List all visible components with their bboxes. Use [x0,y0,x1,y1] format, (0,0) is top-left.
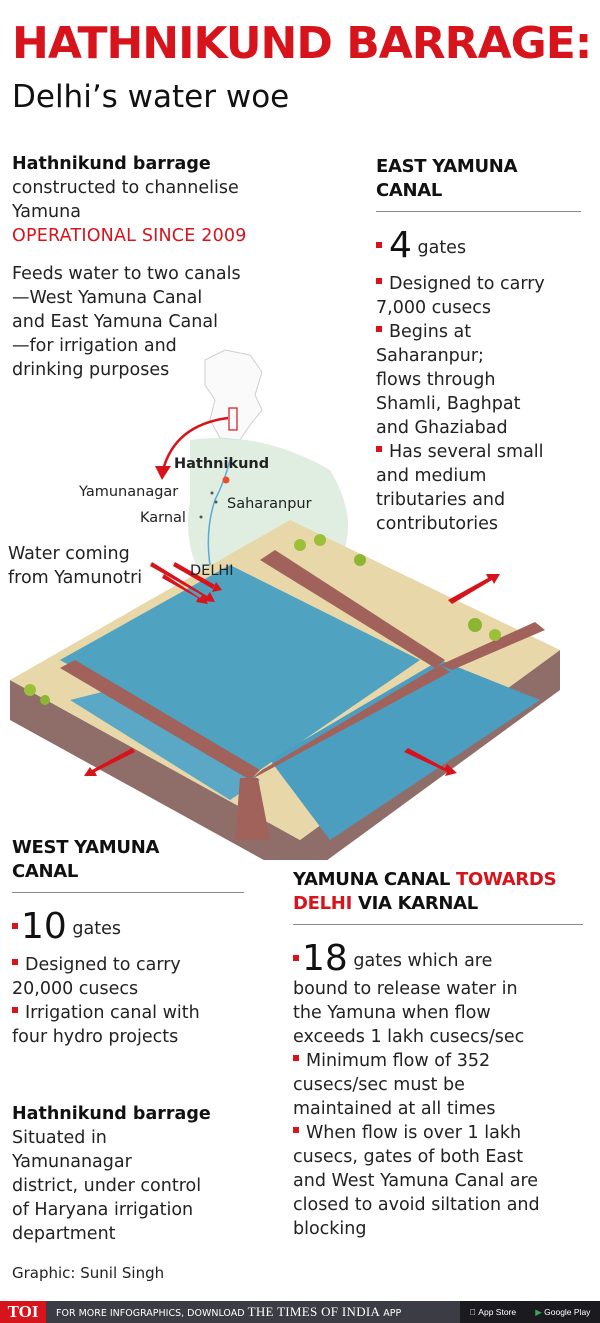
india-map-outline [204,349,263,441]
bullet-icon [293,1127,299,1133]
page-subtitle: Delhi’s water woe [12,79,290,115]
bullet-item: Designed to carry [12,953,244,977]
feeds-line: drinking purposes [12,360,170,380]
bullet-item: Designed to carry [376,272,581,296]
apple-icon:  [470,1307,476,1317]
bullet-icon [376,326,382,332]
barrage-illustration [10,349,560,860]
delhi-outflow-arrow [404,748,457,776]
curved-arrow [161,416,229,471]
feeds-line: —West Yamuna Canal [12,288,203,308]
location-heading: Hathnikund barrage [12,1104,211,1124]
west-bullets: Designed to carry 20,000 cusecs Irrigati… [12,953,244,1049]
east-gates: 4 gates [376,228,581,264]
feeds-line: —for irrigation and [12,336,177,356]
bullet-icon [12,1007,18,1013]
bullet-icon [12,959,18,965]
google-play-icon: ▶ [533,1306,542,1317]
bullet-item: When flow is over 1 lakh [293,1121,583,1145]
gates-label: gates [417,238,467,258]
reservoir [60,565,420,770]
delhi-bullets: Minimum flow of 352 cusecs/sec must be m… [293,1049,583,1241]
location-block: Hathnikund barrage Situated in Yamunanag… [12,1102,252,1246]
label-yamunanagar: Yamunanagar [79,484,179,500]
bullet-item: Begins at [376,320,581,344]
bullet-icon [376,278,382,284]
label-delhi: DELHI [190,563,234,579]
gates-label: gates [72,919,121,939]
app-store-link[interactable]:  App Store [470,1307,517,1317]
inflow-arrows [150,562,222,604]
gates-number: 10 [21,906,67,947]
divider [293,924,583,925]
intro-line: Yamuna [12,202,81,222]
operational-since: OPERATIONAL SINCE 2009 [12,226,247,246]
delhi-canal-section: YAMUNA CANAL TOWARDS DELHI VIA KARNAL 18… [293,868,583,1241]
east-outflow-arrow [448,574,500,604]
west-outflow-arrow [84,748,135,776]
bullet-item: Irrigation canal with [12,1001,244,1025]
hathnikund-marker [222,476,230,484]
bullet-icon [376,446,382,452]
gates-label: gates which are [353,951,493,971]
yamuna-river [207,459,231,566]
west-canal-heading: WEST YAMUNA [12,837,160,858]
region-highlight-box [228,407,238,431]
delhi-canal-heading: YAMUNA CANAL TOWARDS [293,869,557,890]
page-title: HATHNIKUND BARRAGE: [12,18,592,69]
label-hathnikund: Hathnikund [174,456,270,472]
delhi-canal-heading: DELHI VIA KARNAL [293,893,478,914]
footer-promo: FOR MORE INFOGRAPHICS, DOWNLOAD THE TIME… [56,1304,402,1319]
gates-number: 18 [302,938,348,979]
feeds-line: Feeds water to two canals [12,264,241,284]
label-karnal: Karnal [140,510,186,526]
intro-heading: Hathnikund barrage [12,154,211,174]
gates-number: 4 [389,225,412,266]
bullet-icon [293,955,299,961]
road [60,660,260,780]
west-canal-heading: CANAL [12,861,79,882]
bullet-icon [12,923,18,929]
divider [12,892,244,893]
label-water-source: Water coming from Yamunotri [8,544,143,588]
store-links:  App Store ▶ Google Play [460,1301,600,1323]
google-play-link[interactable]: ▶ Google Play [533,1306,590,1317]
toi-logo[interactable]: TOI [0,1301,46,1323]
bullet-icon [376,242,382,248]
intro-line: constructed to channelise [12,178,239,198]
feeds-line: and East Yamuna Canal [12,312,218,332]
footer-banner[interactable]: TOI FOR MORE INFOGRAPHICS, DOWNLOAD THE … [0,1301,600,1323]
east-bullets: Designed to carry 7,000 cusecs Begins at… [376,272,581,536]
west-canal-section: WEST YAMUNA CANAL 10 gates Designed to c… [12,836,244,1049]
intro-block: Hathnikund barrage constructed to channe… [12,152,312,382]
bullet-item: Has several small [376,440,581,464]
bullet-icon [293,1055,299,1061]
bullet-item: Minimum flow of 352 [293,1049,583,1073]
delhi-gates: 18 gates which are bound to release wate… [293,938,525,1047]
east-canal-section: EAST YAMUNA CANAL 4 gates Designed to ca… [376,155,581,536]
divider [376,211,581,212]
label-saharanpur: Saharanpur [227,496,312,512]
graphic-credit: Graphic: Sunil Singh [12,1264,165,1282]
downstream-water [270,660,540,840]
east-canal-heading: CANAL [376,180,443,201]
east-canal-heading: EAST YAMUNA [376,156,518,177]
west-gates: 10 gates [12,909,244,945]
